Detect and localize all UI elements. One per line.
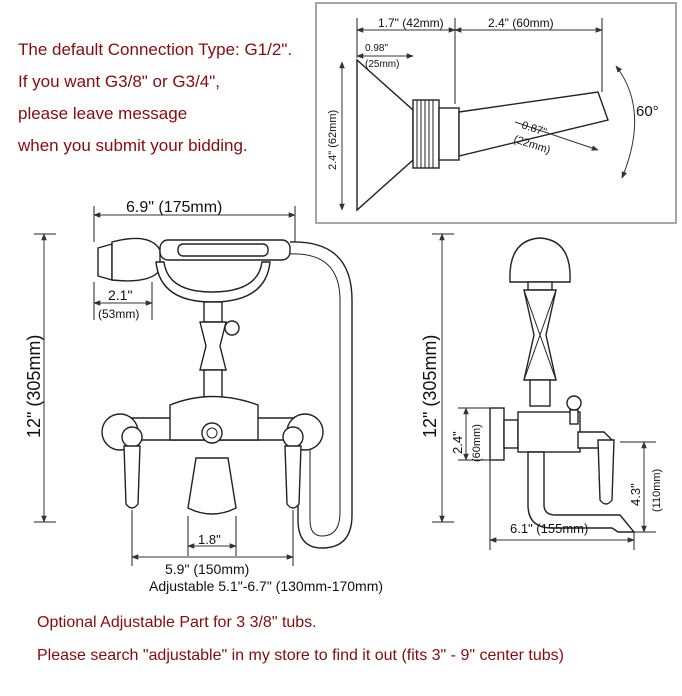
connection-note-line-4: when you submit your bidding. [18, 136, 248, 155]
inset-dim-height: 2.4" (62mm) [327, 110, 339, 170]
front-spout-label: 1.8" [198, 532, 221, 547]
side-height-label: 12" (305mm) [420, 335, 440, 438]
front-view: 6.9" (175mm) 2.1" (53mm) 12" (305mm) 1.8… [24, 199, 383, 594]
footer-note-line-1: Optional Adjustable Part for 3 3/8" tubs… [37, 614, 317, 631]
bracket-collar [438, 107, 460, 161]
side-spout-drop-in: 4.3" [628, 483, 643, 506]
side-wall-flange [489, 407, 505, 461]
front-spout [187, 457, 237, 515]
front-hose [289, 241, 353, 549]
side-mount-in: 2.4" [450, 431, 465, 454]
front-adjustable-label: Adjustable 5.1"-6.7" (130mm-170mm) [149, 578, 383, 594]
connection-note-line-1: The default Connection Type: G1/2". [18, 40, 293, 59]
inset-dim-inner-mm: (25mm) [365, 59, 399, 70]
inset-dim-top-right: 2.4" (60mm) [488, 16, 554, 30]
inset-dim-top-left: 1.7" (42mm) [378, 16, 444, 30]
front-handset-in: 2.1" [108, 287, 132, 303]
footer-note-line-2: Please search "adjustable" in my store t… [37, 647, 564, 664]
front-lever-right [284, 445, 302, 509]
connection-note-line-3: please leave message [18, 104, 188, 123]
handset-head [97, 243, 113, 281]
side-reach-label: 6.1" (155mm) [510, 521, 588, 536]
side-handset-top [509, 237, 571, 283]
connection-note-line-2: If you want G3/8" or G3/4", [18, 72, 220, 91]
front-height-label: 12" (305mm) [24, 335, 44, 438]
bracket-inset: 1.7" (42mm) 2.4" (60mm) 0.98" (25mm) 2.4… [315, 2, 677, 224]
side-mount-mm: (60mm) [471, 424, 483, 462]
inset-angle-label: 60° [636, 103, 659, 120]
handset-cradle [155, 261, 271, 303]
front-width-label: 6.9" (175mm) [126, 199, 222, 216]
side-spout [527, 451, 636, 533]
front-lever-left [123, 445, 141, 509]
inset-dim-inner-in: 0.98" [365, 43, 388, 54]
side-spout-drop-mm: (110mm) [651, 469, 663, 512]
bracket-arm [458, 91, 609, 157]
front-stem-upper [203, 301, 223, 323]
front-centers-label: 5.9" (150mm) [165, 561, 249, 577]
side-lever [597, 439, 615, 505]
front-handset-mm: (53mm) [98, 307, 139, 321]
side-view: 12" (305mm) 2.4" (60mm) 4.3" (110mm) 6.1… [420, 233, 663, 550]
